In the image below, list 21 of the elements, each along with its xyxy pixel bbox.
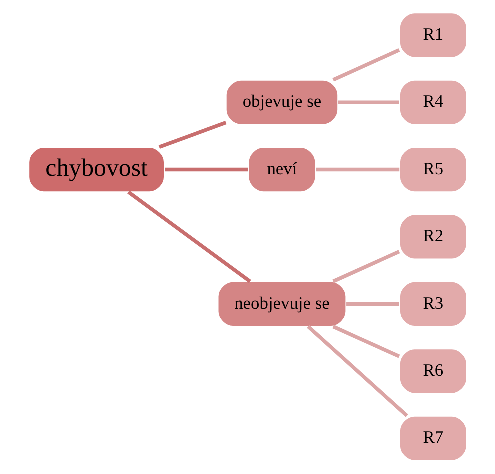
- connector: [332, 48, 400, 82]
- node-box: R6: [398, 348, 468, 394]
- node-box: R3: [398, 281, 468, 328]
- node-box: chybovost: [28, 146, 165, 193]
- node-box: R5: [398, 146, 468, 193]
- node-box: R1: [398, 12, 468, 58]
- node-box: R4: [398, 80, 468, 126]
- connector: [332, 250, 400, 284]
- connector: [306, 325, 408, 418]
- connector: [338, 100, 399, 104]
- connector: [127, 190, 251, 284]
- connector: [158, 120, 226, 149]
- connector: [346, 302, 399, 306]
- connector: [164, 168, 248, 172]
- connector: [316, 168, 400, 172]
- node-box: neobjevuje se: [217, 281, 346, 328]
- node-box: objevuje se: [225, 80, 338, 126]
- connector: [332, 325, 400, 358]
- node-box: neví: [248, 146, 316, 193]
- node-box: R2: [398, 214, 468, 260]
- node-box: R7: [398, 416, 468, 462]
